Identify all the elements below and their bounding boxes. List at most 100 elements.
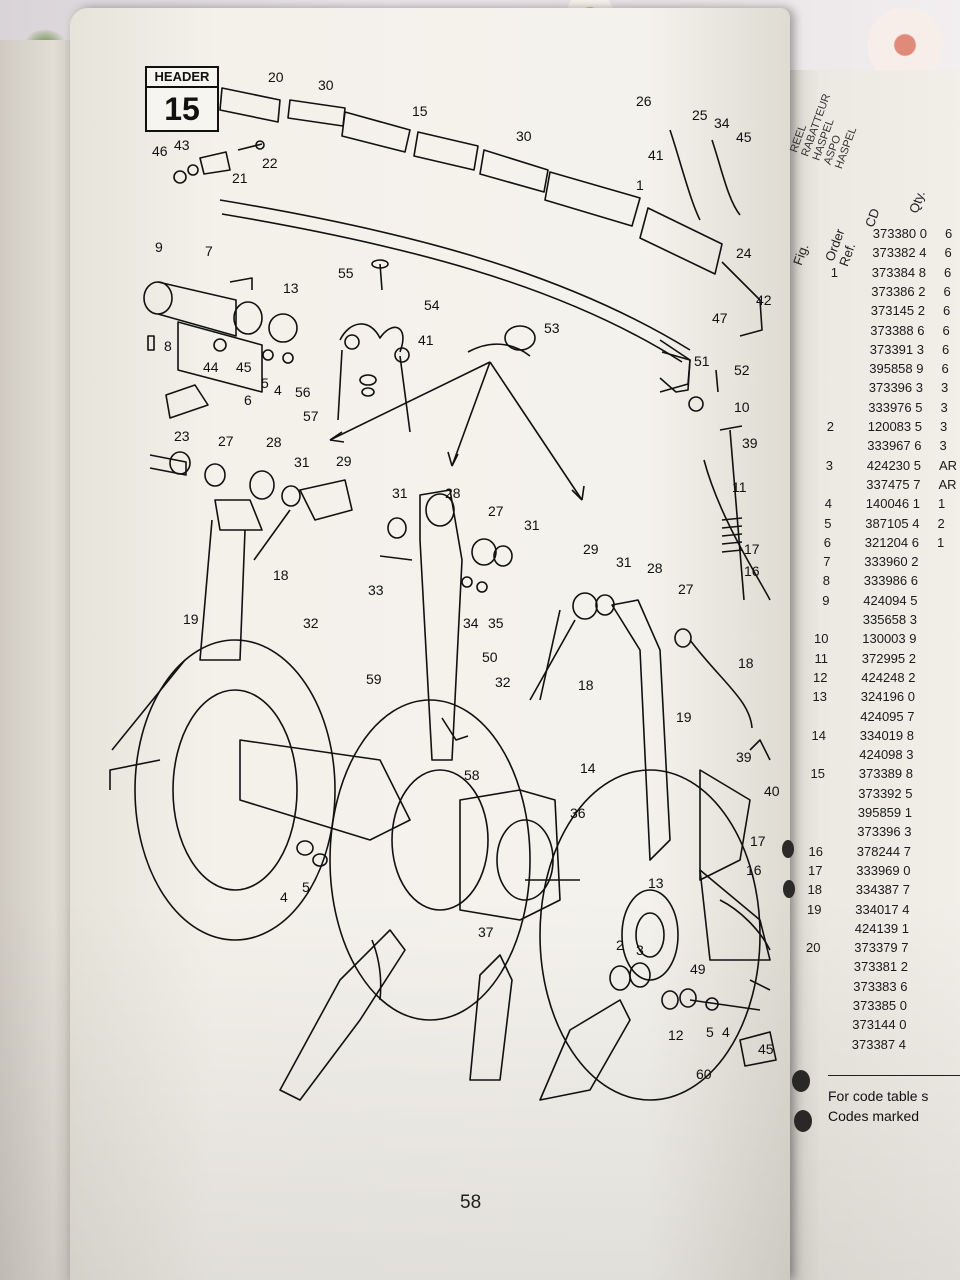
table-cell-qty: 6	[943, 303, 951, 319]
callout-label: 2	[616, 937, 624, 953]
table-cell-qty: 6	[942, 341, 950, 357]
callout-label: 4	[274, 382, 282, 398]
callout-label: 28	[647, 560, 663, 576]
table-cell-order: 373382 4	[872, 245, 927, 261]
table-cell-qty: 3	[941, 380, 949, 396]
callout-label: 47	[712, 310, 728, 326]
table-cell-order: 373386 2	[871, 283, 926, 299]
punch-hole	[792, 1070, 810, 1092]
table-cell-order: 373385 0	[852, 998, 907, 1013]
callout-label: 28	[266, 434, 282, 450]
table-cell-qty: 3	[939, 438, 947, 454]
table-cell-order: 373145 2	[870, 303, 925, 319]
callout-label: 45	[736, 129, 752, 145]
callout-label: 7	[205, 243, 213, 259]
callout-label: 45	[758, 1041, 774, 1057]
table-cell-order: 333986 6	[863, 573, 918, 589]
table-cell-fig: 6	[823, 534, 831, 550]
callout-label: 12	[668, 1027, 684, 1043]
table-cell-fig: 7	[823, 554, 831, 570]
callout-label: 35	[488, 615, 504, 631]
callout-label: 13	[283, 280, 299, 296]
callout-label: 56	[295, 384, 311, 400]
callout-label: 31	[616, 554, 632, 570]
callout-label: 18	[273, 567, 289, 583]
manual-page	[70, 8, 790, 1280]
callout-label: 17	[744, 541, 760, 557]
table-cell-qty: 6	[944, 245, 952, 261]
callout-label: 32	[495, 674, 511, 690]
table-cell-fig: 13	[812, 689, 827, 705]
callout-label: 25	[692, 107, 708, 123]
table-cell-qty: 3	[940, 419, 948, 434]
table-cell-order: 333969 0	[856, 862, 911, 878]
callout-label: 39	[742, 435, 758, 451]
table-cell-qty: 6	[943, 283, 951, 299]
badge-number: 15	[164, 91, 200, 127]
callout-label: 22	[262, 155, 278, 171]
table-cell-qty: 1	[937, 534, 945, 550]
callout-label: 31	[524, 517, 540, 533]
callout-label: 41	[418, 332, 434, 348]
table-cell-order: 424098 3	[859, 747, 914, 763]
table-cell-qty: AR	[938, 476, 957, 492]
table-cell-qty: 6	[945, 226, 953, 241]
callout-label: 5	[261, 375, 269, 391]
callout-label: 53	[544, 320, 560, 336]
callout-label: 20	[268, 69, 284, 85]
table-cell-fig: 14	[811, 727, 826, 743]
table-cell-order: 321204 6	[864, 534, 919, 550]
table-cell-qty: AR	[939, 457, 958, 473]
table-cell-qty: 1	[938, 496, 946, 512]
table-cell-fig: 5	[824, 515, 832, 531]
callout-label: 49	[690, 961, 706, 977]
table-cell-order: 424094 5	[863, 592, 918, 608]
table-cell-order: 424139 1	[854, 920, 909, 936]
table-cell-order: 372995 2	[861, 650, 916, 666]
table-cell-order: 335658 3	[862, 612, 917, 627]
table-cell-order: 373144 0	[852, 1017, 907, 1033]
punch-hole	[794, 1110, 812, 1132]
table-cell-order: 333976 5	[868, 399, 923, 415]
callout-label: 59	[366, 671, 382, 687]
callout-label: 51	[694, 353, 710, 369]
table-cell-order: 373396 3	[868, 380, 923, 396]
callout-label: 26	[636, 93, 652, 109]
table-cell-order: 373392 5	[858, 785, 913, 801]
table-cell-order: 395859 1	[857, 805, 912, 820]
callout-label: 31	[392, 485, 408, 501]
table-cell-order: 373383 6	[853, 978, 908, 994]
table-cell-order: 334017 4	[855, 901, 910, 917]
callout-label: 33	[368, 582, 384, 598]
footer-note-line: Codes marked	[828, 1108, 920, 1124]
table-cell-fig: 8	[822, 573, 830, 589]
callout-label: 1	[636, 177, 644, 193]
table-cell-order: 337475 7	[866, 476, 921, 492]
callout-label: 27	[678, 581, 694, 597]
badge-label: HEADER	[147, 68, 217, 88]
table-cell-fig: 20	[806, 940, 821, 956]
table-cell-order: 334019 8	[859, 727, 914, 743]
callout-label: 58	[464, 767, 480, 783]
callout-label: 32	[303, 615, 319, 631]
table-cell-order: 373381 2	[853, 959, 908, 975]
callout-label: 19	[183, 611, 199, 627]
table-cell-order: 324196 0	[860, 689, 915, 705]
callout-label: 16	[746, 862, 762, 878]
callout-label: 34	[463, 615, 479, 631]
table-cell-fig: 3	[825, 457, 833, 473]
table-cell-qty: 6	[941, 361, 949, 377]
callout-label: 9	[155, 239, 163, 255]
table-cell-order: 373379 7	[854, 940, 909, 956]
callout-label: 16	[744, 563, 760, 579]
callout-label: 45	[236, 359, 252, 375]
header-group-badge: HEADER 15	[145, 66, 219, 132]
table-cell-order: 120083 5	[867, 419, 922, 434]
table-cell-order: 395858 9	[869, 361, 924, 377]
table-cell-qty: 6	[944, 264, 952, 280]
table-cell-fig: 4	[824, 496, 832, 512]
table-cell-fig: 17	[808, 862, 823, 878]
callout-label: 13	[648, 875, 664, 891]
